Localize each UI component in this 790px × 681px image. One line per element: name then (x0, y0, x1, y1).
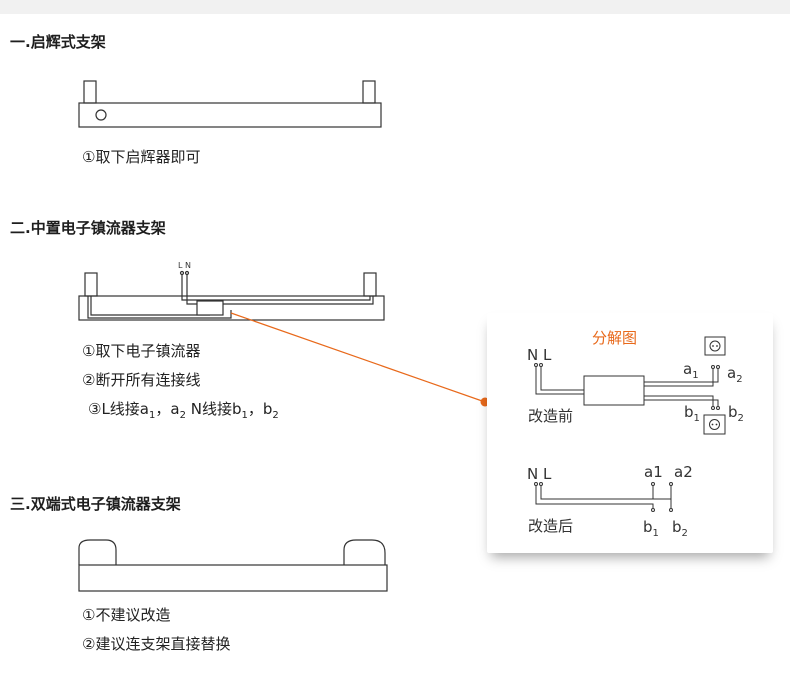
before-b2-label: b2 (728, 403, 744, 424)
section-3-heading: 三.双端式电子镇流器支架 (10, 495, 181, 513)
after-a1-label: a1 (644, 463, 663, 481)
ballast-box-before (583, 375, 645, 406)
starter-socket-icon (95, 109, 107, 121)
section-1-step-1: ①取下启辉器即可 (82, 148, 201, 166)
section-1-heading: 一.启辉式支架 (10, 33, 106, 51)
double-ended-fixture (78, 539, 388, 592)
ballast-box (196, 300, 224, 316)
exploded-view-card: 分解图 (487, 313, 773, 553)
after-label: 改造后 (528, 517, 574, 535)
exploded-view-title: 分解图 (592, 329, 638, 347)
after-b1-label: b1 (643, 518, 659, 539)
exploded-wiring (534, 336, 726, 512)
section-3-step-2: ②建议连支架直接替换 (82, 635, 231, 653)
section-2-step-2: ②断开所有连接线 (82, 371, 201, 389)
section-2-step-3: ③L线接a1，a2 N线接b1，b2 (88, 400, 279, 421)
ln-terminal-label: L N (178, 261, 191, 270)
section-2-heading: 二.中置电子镇流器支架 (10, 219, 166, 237)
after-a2-label: a2 (674, 463, 693, 481)
before-b1-label: b1 (684, 403, 700, 424)
before-a2-label: a2 (727, 364, 743, 385)
before-a1-label: a1 (683, 360, 699, 381)
ballast-fixture (78, 270, 385, 321)
starter-fixture (78, 80, 382, 128)
before-terminals-label: N L (527, 346, 552, 364)
top-band (0, 0, 790, 14)
after-b2-label: b2 (672, 518, 688, 539)
leader-line (230, 312, 486, 403)
section-2-step-1: ①取下电子镇流器 (82, 342, 201, 360)
after-terminals-label: N L (527, 465, 552, 483)
socket-icon-top (704, 336, 726, 356)
section-3-step-1: ①不建议改造 (82, 606, 171, 624)
socket-icon-bottom (703, 414, 726, 435)
before-label: 改造前 (528, 407, 574, 425)
